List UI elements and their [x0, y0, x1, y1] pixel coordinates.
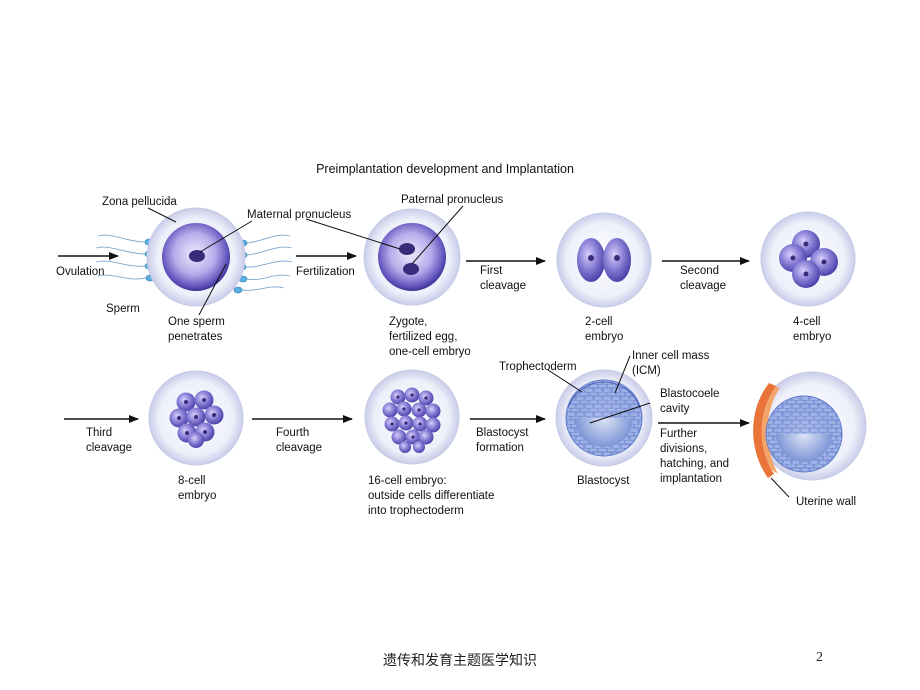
four-cell-embryo	[760, 211, 856, 307]
leader-lines-row2	[547, 355, 790, 498]
label-fertilized-egg: fertilized egg,	[389, 331, 457, 343]
label-zona-pellucida: Zona pellucida	[102, 196, 177, 208]
label-icm: (ICM)	[632, 365, 661, 377]
sperm-group	[95, 234, 293, 291]
label-one-cell-embryo: one-cell embryo	[389, 346, 471, 358]
page-number: 2	[816, 650, 823, 665]
eight-cell-embryo	[148, 370, 244, 466]
label-uterine-wall: Uterine wall	[796, 496, 856, 508]
oocyte	[146, 207, 246, 307]
label-first-cleavage: cleavage	[480, 280, 526, 292]
label-first: First	[480, 265, 503, 277]
zygote	[363, 208, 461, 306]
label-fourth: Fourth	[276, 427, 309, 439]
label-maternal-pronucleus: Maternal pronucleus	[247, 209, 351, 221]
label-into-trophectoderm: into trophectoderm	[368, 505, 464, 517]
label-third: Third	[86, 427, 112, 439]
label-sperm: Sperm	[106, 303, 140, 315]
label-penetrates: penetrates	[168, 331, 223, 343]
label-two-cell-embryo: embryo	[585, 331, 623, 343]
label-ovulation: Ovulation	[56, 266, 105, 278]
label-blastocyst: Blastocyst	[577, 475, 630, 487]
label-formation: formation	[476, 442, 524, 454]
footer-title: 遗传和发育主题医学知识	[383, 653, 537, 669]
label-zygote: Zygote,	[389, 316, 427, 328]
label-inner-cell-mass: Inner cell mass	[632, 350, 710, 362]
label-third-cleavage: cleavage	[86, 442, 132, 454]
label-cavity: cavity	[660, 403, 690, 415]
label-blastocoele: Blastocoele	[660, 388, 719, 400]
label-implantation: implantation	[660, 473, 722, 485]
label-paternal-pronucleus: Paternal pronucleus	[401, 194, 504, 206]
label-outside-cells: outside cells differentiate	[368, 490, 494, 502]
implanting-embryo	[753, 371, 867, 481]
label-eight-cell: 8-cell	[178, 475, 205, 487]
label-two-cell: 2-cell	[585, 316, 612, 328]
label-four-cell: 4-cell	[793, 316, 820, 328]
label-one-sperm: One sperm	[168, 316, 225, 328]
label-divisions: divisions,	[660, 443, 707, 455]
label-further: Further	[660, 428, 697, 440]
label-fourth-cleavage: cleavage	[276, 442, 322, 454]
label-fertilization: Fertilization	[296, 266, 355, 278]
label-blastocyst-formation: Blastocyst	[476, 427, 529, 439]
label-second: Second	[680, 265, 719, 277]
label-second-cleavage: cleavage	[680, 280, 726, 292]
leader-lines-row1	[147, 205, 464, 316]
label-eight-cell-embryo: embryo	[178, 490, 216, 502]
label-trophectoderm: Trophectoderm	[499, 361, 577, 373]
label-four-cell-embryo: embryo	[793, 331, 831, 343]
diagram-title: Preimplantation development and Implanta…	[316, 162, 574, 176]
sixteen-cell-embryo	[364, 369, 460, 465]
label-hatching: hatching, and	[660, 458, 729, 470]
label-sixteen-cell: 16-cell embryo:	[368, 475, 447, 487]
two-cell-embryo	[556, 212, 652, 308]
